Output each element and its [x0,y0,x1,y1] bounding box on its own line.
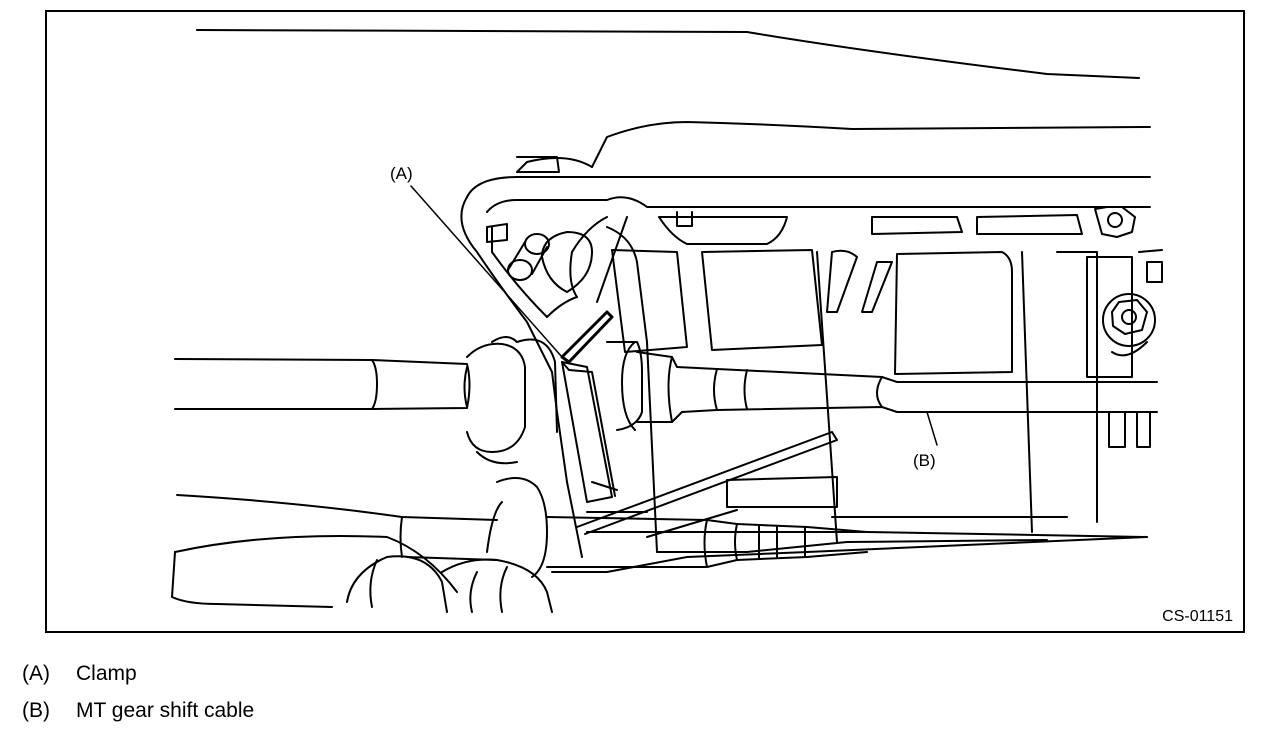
lower-cable [176,477,868,578]
figure-frame: (A) (B) CS-01151 [45,10,1245,633]
legend-text: MT gear shift cable [76,699,255,722]
figure-code: CS-01151 [1162,608,1233,625]
callout-label-cable: (B) [913,451,936,470]
legend-item-clamp: (A) Clamp [22,663,622,700]
housing-upper [460,121,1151,558]
legend-key: (A) [22,662,50,685]
upper-cable [174,336,558,465]
shift-cable-clamp-illustration [171,29,1163,613]
legend-text: Clamp [76,662,137,685]
callout-leaders [410,185,938,446]
lower-grommet [171,535,1148,613]
leader-line-cable [926,411,938,446]
callout-label-clamp: (A) [390,164,413,183]
legend-key: (B) [22,699,50,722]
legend-item-cable: (B) MT gear shift cable [22,700,622,737]
legend: (A) Clamp (B) MT gear shift cable [22,663,622,737]
housing-cutouts [606,211,1133,553]
gear-shift-cable [606,341,1158,431]
bolt-hardware [1094,206,1163,448]
body-panel-lines [196,29,1151,130]
lower-bracket [576,431,1148,553]
leader-line-clamp [410,185,563,358]
clamp [560,310,618,503]
